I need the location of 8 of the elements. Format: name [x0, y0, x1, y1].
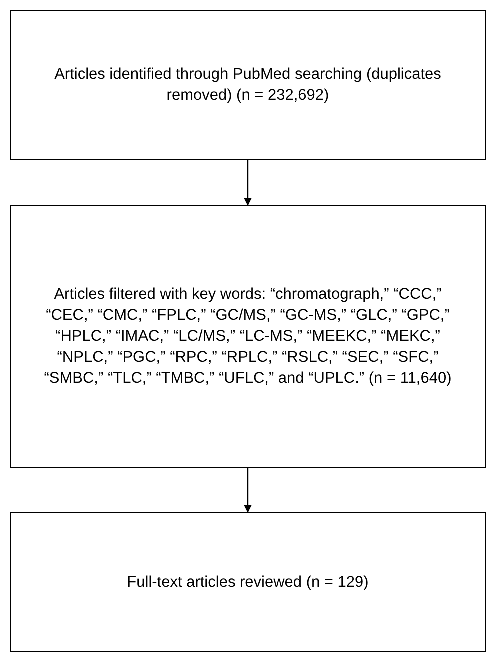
process-box	[10, 512, 486, 652]
box-text: Articles filtered with key words: “chromatograph,” “CCC,” “CEC,” “CMC,” “FPLC,” “GC/MS,” “GC-MS,” “GLC,” “GPC,” “HPLC,” “IMAC,” “LC/MS,” “LC-MS,” “MEEKC,” “MEKC,” “NPLC,” “PGC,” “RPC,” “RPLC,” “RSLC,” “SEC,” “SFC,” “SMBC,” “TLC,” “TMBC,” “UFLC,” and “UPLC.” (n = 11,640)	[43, 285, 453, 389]
process-box	[10, 205, 486, 468]
box-text: Articles identified through PubMed searching (duplicates removed) (n = 232,692)	[54, 65, 442, 106]
box-text: Full-text articles reviewed (n = 129)	[127, 572, 369, 592]
process-box	[10, 10, 486, 160]
arrow	[244, 160, 252, 206]
arrow	[244, 468, 252, 513]
